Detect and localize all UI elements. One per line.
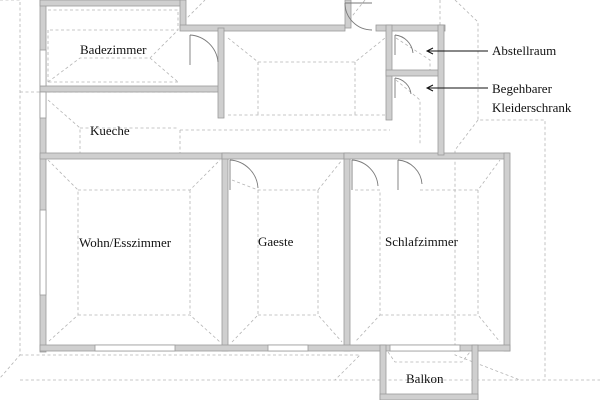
room-label-balcony: Balkon [406,371,444,386]
room-label-kitchen: Kueche [90,123,130,138]
windows [39,49,461,352]
callout-storage: Abstellraum [492,43,556,58]
room-label-guest: Gaeste [258,234,294,249]
walls [39,0,511,400]
room-label-living: Wohn/Esszimmer [79,235,172,250]
callout-closet-line1: Begehbarer [492,81,553,96]
room-label-bedroom: Schlafzimmer [385,234,459,249]
callout-closet-line2: Kleiderschrank [492,100,572,115]
ceiling-bevels [47,9,501,363]
doors [189,2,423,190]
callout-arrows [425,47,488,92]
room-label-bathroom: Badezimmer [80,42,147,57]
